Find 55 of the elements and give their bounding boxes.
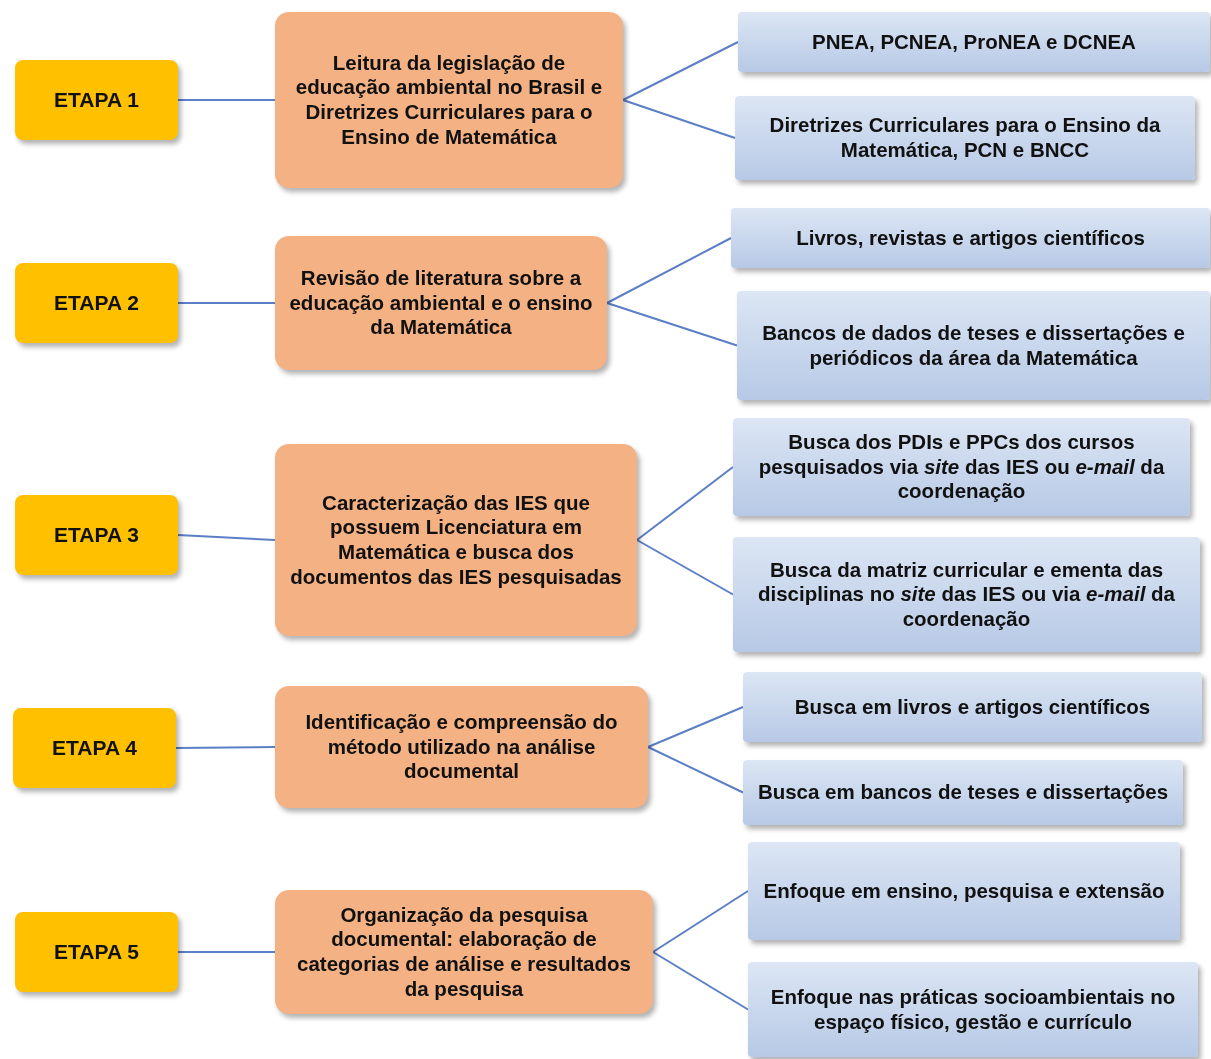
box-text: Leitura da legislação de educação ambiental no Brasil e Diretrizes Curriculares para o Ensino de Matemática bbox=[294, 50, 604, 150]
box-text: ETAPA 4 bbox=[52, 735, 137, 761]
box-text: Enfoque nas práticas socioambientais no espaço físico, gestão e currículo bbox=[769, 984, 1177, 1035]
stage-box bbox=[15, 60, 178, 140]
connector-line bbox=[647, 746, 744, 794]
stage-box bbox=[15, 263, 178, 343]
box-text: Livros, revistas e artigos científicos bbox=[796, 225, 1145, 251]
box-text: Enfoque em ensino, pesquisa e extensão bbox=[763, 878, 1165, 904]
box-text: Busca em bancos de teses e dissertações bbox=[757, 780, 1169, 805]
connector-line bbox=[177, 99, 276, 101]
box-text: Busca da matriz curricular e ementa das disciplinas no site das IES ou via e-mail da coordenação bbox=[757, 557, 1176, 632]
connector-line bbox=[652, 890, 749, 953]
box-text: Identificação e compreensão do método utilizado na análise documental bbox=[304, 710, 619, 784]
box-text: Bancos de dados de teses e dissertações e periódicos da área da Matemática bbox=[761, 320, 1186, 371]
detail-box bbox=[733, 418, 1190, 516]
box-text: ETAPA 2 bbox=[54, 290, 139, 316]
detail-box bbox=[737, 291, 1210, 400]
connector-line bbox=[606, 302, 738, 347]
connector-line bbox=[636, 539, 734, 596]
process-box bbox=[275, 236, 607, 370]
process-box bbox=[275, 12, 623, 188]
connector-line bbox=[175, 746, 276, 749]
connector-line bbox=[622, 99, 736, 139]
stage-box bbox=[13, 708, 176, 788]
process-box bbox=[275, 686, 648, 808]
process-box bbox=[275, 444, 637, 636]
connector-line bbox=[636, 466, 734, 541]
detail-box bbox=[748, 962, 1198, 1057]
box-text: Diretrizes Curriculares para o Ensino da Matemática, PCN e BNCC bbox=[768, 113, 1162, 163]
detail-box bbox=[733, 537, 1200, 652]
connector-line bbox=[177, 534, 276, 541]
stage-box bbox=[15, 495, 178, 575]
connector-line bbox=[606, 237, 732, 304]
box-text: Busca dos PDIs e PPCs dos cursos pesquisados via site das IES ou e-mail da coordenação bbox=[757, 430, 1166, 504]
box-text: Organização da pesquisa documental: elaboração de categorias de análise e resultados da pesquisa bbox=[296, 902, 632, 1002]
box-text: Busca em livros e artigos científicos bbox=[794, 694, 1151, 720]
detail-box bbox=[748, 842, 1180, 940]
connector-line bbox=[622, 41, 739, 101]
detail-box bbox=[743, 672, 1202, 742]
detail-box bbox=[735, 96, 1195, 180]
connector-line bbox=[647, 706, 744, 748]
box-text: Caracterização das IES que possuem Licenciatura em Matemática e busca dos documentos das IES pesquisadas bbox=[289, 490, 623, 590]
connector-line bbox=[177, 302, 276, 304]
box-text: PNEA, PCNEA, ProNEA e DCNEA bbox=[812, 29, 1136, 55]
stage-box bbox=[15, 912, 178, 992]
connector-line bbox=[177, 951, 276, 953]
detail-box bbox=[738, 12, 1210, 72]
box-text: ETAPA 3 bbox=[54, 522, 139, 548]
process-box bbox=[275, 890, 653, 1014]
connector-line bbox=[652, 951, 749, 1011]
box-text: ETAPA 5 bbox=[54, 939, 139, 965]
box-text: ETAPA 1 bbox=[54, 87, 139, 113]
box-text: Revisão de literatura sobre a educação ambiental e o ensino da Matemática bbox=[288, 266, 594, 340]
detail-box bbox=[731, 208, 1210, 268]
detail-box bbox=[743, 760, 1183, 825]
